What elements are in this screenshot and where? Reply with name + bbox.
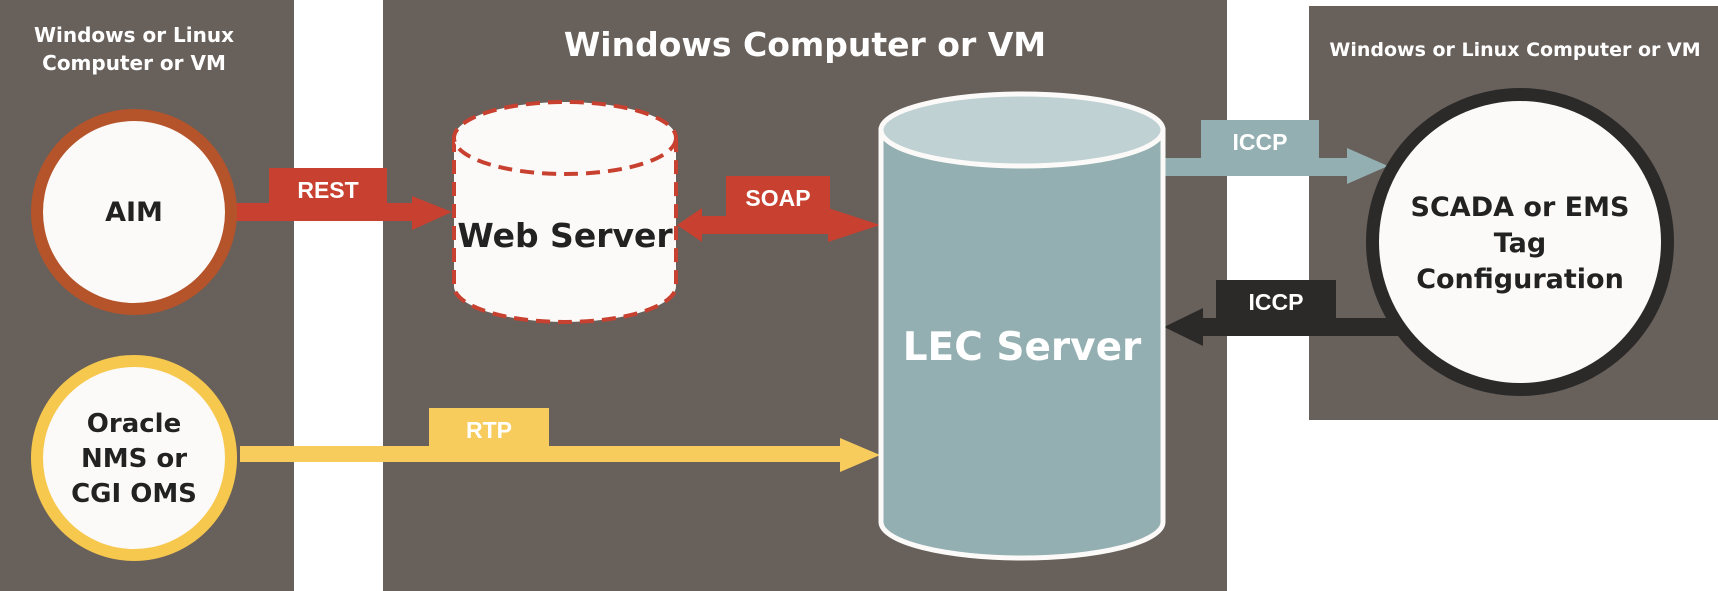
rtp-label-box xyxy=(429,408,549,450)
soap-label-box xyxy=(726,176,830,218)
web-server-node: Web Server xyxy=(452,100,678,324)
zone-left-title: Windows or Linux xyxy=(34,23,234,47)
aim-node: AIM xyxy=(31,109,237,315)
iccp-out-label: ICCP xyxy=(1233,129,1288,155)
web-server-label: Web Server xyxy=(457,216,673,255)
oracle-face xyxy=(43,367,225,549)
iccp-in-label: ICCP xyxy=(1249,289,1304,315)
soap-arrow-shaft xyxy=(700,216,830,234)
iccp-in-connection: ICCP xyxy=(1164,280,1400,346)
iccp-out-connection: ICCP xyxy=(1160,120,1388,184)
iccp-in-arrow-shaft xyxy=(1200,318,1400,336)
rtp-connection: RTP xyxy=(240,408,880,472)
scada-node: SCADA or EMS Tag Configuration xyxy=(1366,88,1674,396)
scada-label-line2: Tag xyxy=(1494,228,1546,259)
web-server-body xyxy=(452,136,678,324)
scada-face xyxy=(1379,101,1661,383)
iccp-in-label-box xyxy=(1216,280,1336,322)
lec-server-node: LEC Server xyxy=(878,91,1166,561)
oracle-node: Oracle NMS or CGI OMS xyxy=(31,355,237,561)
rtp-label: RTP xyxy=(466,417,512,443)
soap-arrow-head-left xyxy=(677,208,702,242)
rtp-arrow-head xyxy=(840,438,880,472)
lec-server-label: LEC Server xyxy=(903,325,1142,370)
web-server-top xyxy=(452,100,678,176)
soap-connection: SOAP xyxy=(677,176,880,242)
lec-server-top xyxy=(878,91,1166,169)
iccp-out-arrow-shaft xyxy=(1160,158,1350,176)
aim-face xyxy=(43,121,225,303)
oracle-label-line1: Oracle xyxy=(87,409,181,439)
oracle-label-line2: NMS or xyxy=(81,444,187,474)
rest-arrow-head xyxy=(412,196,452,230)
soap-arrow-head-right xyxy=(828,208,880,242)
iccp-in-arrow-head xyxy=(1164,308,1203,346)
rtp-arrow-shaft xyxy=(240,446,844,462)
iccp-out-arrow-head xyxy=(1347,148,1388,184)
soap-label: SOAP xyxy=(745,185,810,211)
zone-left-title-line2: Computer or VM xyxy=(42,51,226,75)
zone-center-title: Windows Computer or VM xyxy=(564,25,1046,64)
iccp-out-label-box xyxy=(1201,120,1319,162)
rest-label: REST xyxy=(297,177,358,203)
zone-right-title: Windows or Linux Computer or VM xyxy=(1329,39,1700,61)
scada-label-line3: Configuration xyxy=(1416,264,1624,295)
scada-label-line1: SCADA or EMS xyxy=(1411,192,1630,223)
rest-connection: REST xyxy=(232,168,452,230)
oracle-label-line3: CGI OMS xyxy=(71,479,197,509)
aim-label: AIM xyxy=(105,197,163,228)
lec-server-body xyxy=(878,127,1166,561)
rest-label-box xyxy=(269,168,387,210)
